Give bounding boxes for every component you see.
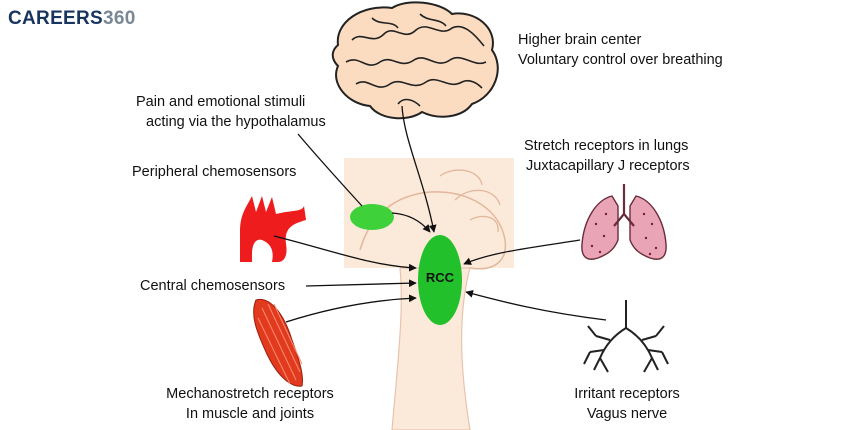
- pathway-lines: [273, 105, 607, 323]
- brand-logo-part2: 360: [103, 8, 136, 29]
- muscle-fibers: [257, 303, 303, 385]
- brain-shape: [331, 1, 499, 120]
- lungs-illustration: [581, 184, 667, 260]
- brainstem-folds: [439, 169, 501, 233]
- hypothalamus-marker: [350, 204, 394, 230]
- rcc-label: RCC: [425, 270, 455, 285]
- aorta-shape: [240, 196, 306, 262]
- label-higher-brain-2: Voluntary control over breathing: [518, 52, 723, 68]
- line-higher-brain: [401, 105, 437, 233]
- brand-logo: CAREERS360: [8, 8, 136, 30]
- trachea: [613, 184, 635, 227]
- label-peripheral: Peripheral chemosensors: [132, 164, 297, 180]
- line-peripheral: [273, 235, 417, 272]
- line-irritant: [465, 290, 607, 321]
- aorta-illustration: [240, 196, 306, 262]
- label-pain-2: acting via the hypothalamus: [146, 114, 326, 130]
- brand-logo-part1: CAREERS: [8, 8, 104, 29]
- line-hypothalamus: [391, 212, 431, 233]
- label-irritant-1: Irritant receptors: [574, 386, 680, 402]
- right-lung: [629, 195, 667, 260]
- label-pain-1: Pain and emotional stimuli: [136, 94, 306, 110]
- label-stretch-2: Juxtacapillary J receptors: [526, 158, 690, 174]
- label-stretch-1: Stretch receptors in lungs: [524, 138, 689, 154]
- lung-alveoli-dots: [590, 212, 658, 256]
- label-irritant-2: Vagus nerve: [586, 406, 668, 422]
- rcc-node: [418, 235, 462, 325]
- label-mechano-1: Mechanostretch receptors: [166, 386, 334, 402]
- bronchial-tree-illustration: [583, 300, 669, 373]
- line-stretch: [463, 239, 581, 265]
- label-higher-brain-1: Higher brain center: [518, 32, 642, 48]
- line-pain-to-hypothalamus: [297, 133, 363, 207]
- brain-gyri: [345, 13, 487, 107]
- brain-illustration: [331, 1, 499, 120]
- left-lung: [581, 195, 619, 260]
- label-central: Central chemosensors: [140, 278, 286, 294]
- line-mechano: [285, 294, 417, 323]
- muscle-illustration: [253, 298, 303, 387]
- line-central: [305, 279, 417, 288]
- label-mechano-2: In muscle and joints: [185, 406, 315, 422]
